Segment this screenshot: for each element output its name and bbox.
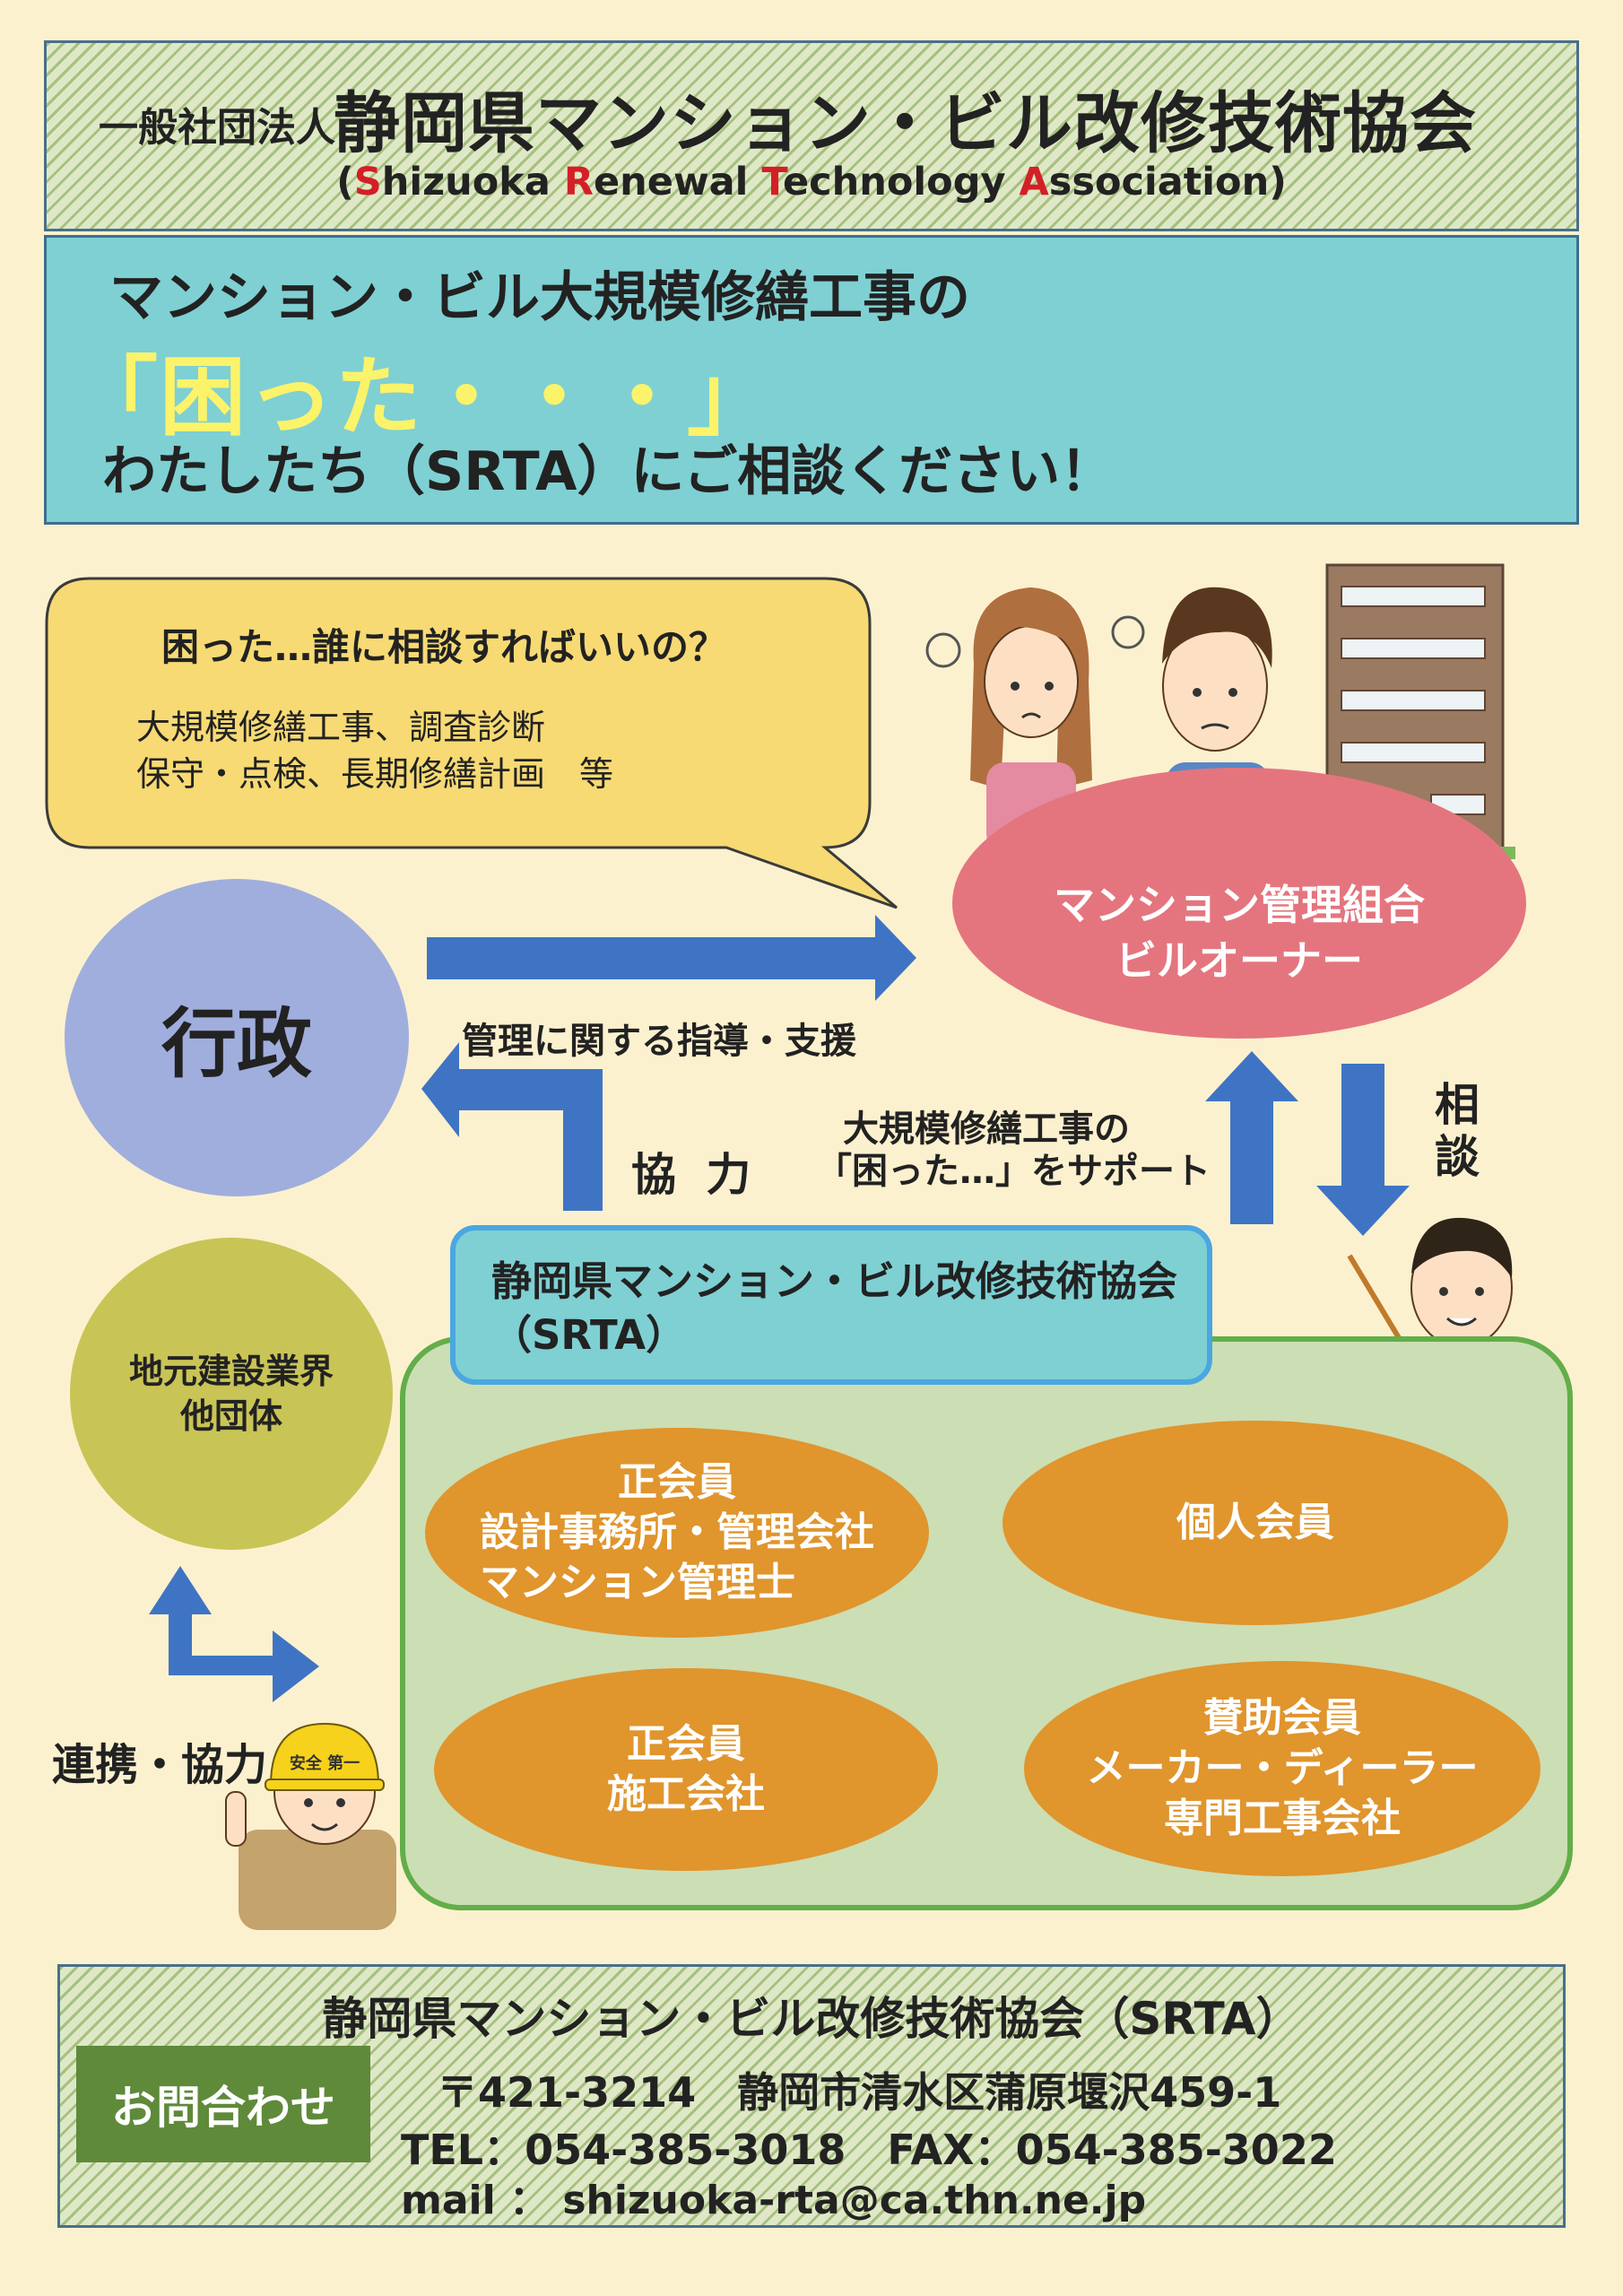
guidance-label: 管理に関する指導・支援 (462, 1021, 856, 1062)
srta-title-box: 静岡県マンション・ビル改修技術協会 （SRTA） (450, 1225, 1212, 1385)
member-regular-design: 正会員 設計事務所・管理会社 マンション管理士 (425, 1428, 929, 1638)
worry-scribble-icon (925, 632, 961, 668)
org-english-name: (Shizuoka Renewal Technology Association… (336, 160, 1287, 204)
member-detail: メーカー・ディーラー (1086, 1745, 1479, 1791)
other-groups-label: 他団体 (179, 1396, 282, 1436)
member-supporting: 賛助会員 メーカー・ディーラー 専門工事会社 (1024, 1661, 1541, 1876)
member-detail: 専門工事会社 (1164, 1796, 1401, 1841)
arrow-guidance-right (427, 915, 916, 1001)
headline-banner: マンション・ビル大規模修繕工事の 「困った・・・」 わたしたち（SRTA）にご相… (44, 235, 1579, 525)
headline-trouble: 「困った・・・」 (72, 347, 775, 448)
contact-footer: 静岡県マンション・ビル改修技術協会（SRTA） お問合わせ 〒421-3214 … (57, 1964, 1566, 2228)
footer-email[interactable]: mail ： shizuoka-rta@ca.thn.ne.jp (401, 2178, 1147, 2223)
helmet-safety-text: 安全 第一 (290, 1753, 360, 1773)
member-regular-construction: 正会員 施工会社 (434, 1668, 938, 1871)
cooperation-label: 協 力 (631, 1149, 759, 1201)
member-type: 賛助会員 (1203, 1695, 1361, 1741)
member-individual: 個人会員 (1002, 1421, 1508, 1625)
member-detail: 施工会社 (607, 1771, 765, 1817)
footer-tel-fax: TEL：054-385-3018 FAX：054-385-3022 (401, 2126, 1337, 2174)
arrow-up (1205, 1051, 1298, 1224)
member-detail: 設計事務所・管理会社 (480, 1509, 874, 1555)
srta-abbr: （SRTA） (491, 1311, 687, 1359)
arrow-down (1316, 1064, 1410, 1236)
bubble-question: 困った…誰に相談すればいいの？ (161, 625, 727, 669)
bubble-item-2: 保守・点検、長期修繕計画 等 (136, 754, 614, 794)
building-owner-label: ビルオーナー (1115, 936, 1363, 985)
member-detail: マンション管理士 (480, 1560, 795, 1605)
arrow-link (149, 1566, 319, 1702)
support-label-2: 「困った…」をサポート (816, 1151, 1211, 1192)
bubble-item-1: 大規模修繕工事、調査診断 (136, 708, 546, 747)
headline-line-3: わたしたち（SRTA）にご相談ください！ (102, 440, 1115, 503)
management-union-node: マンション管理組合 ビルオーナー (952, 768, 1526, 1039)
footer-address: 〒421-3214 静岡市清水区蒲原堰沢459-1 (437, 2068, 1282, 2117)
consult-label-2: 談 (1435, 1131, 1480, 1183)
government-node: 行政 (65, 879, 409, 1196)
member-type: 正会員 (627, 1721, 745, 1767)
member-type: 個人会員 (1176, 1500, 1334, 1545)
support-label-1: 大規模修繕工事の (843, 1109, 1130, 1150)
arrow-cooperation (421, 1042, 603, 1211)
headline-line-1: マンション・ビル大規模修繕工事の (109, 266, 970, 329)
footer-org-name: 静岡県マンション・ビル改修技術協会（SRTA） (322, 1993, 1301, 2045)
org-name: 静岡県マンション・ビル改修技術協会 (334, 85, 1477, 162)
local-industry-node: 地元建設業界 他団体 (70, 1238, 393, 1550)
link-cooperation-label: 連携・協力 (52, 1740, 268, 1790)
srta-name: 静岡県マンション・ビル改修技術協会 (491, 1257, 1178, 1305)
management-union-label: マンション管理組合 (1054, 881, 1425, 929)
org-prefix: 一般社団法人 (99, 105, 335, 151)
construction-worker-icon: 安全 第一 (225, 1722, 396, 1930)
worry-scribble-icon (1111, 615, 1145, 649)
member-type: 正会員 (618, 1459, 736, 1505)
consult-label-1: 相 (1435, 1079, 1480, 1131)
speech-bubble (45, 577, 898, 909)
contact-label: お問合わせ (76, 2046, 370, 2162)
header-banner: 一般社団法人 静岡県マンション・ビル改修技術協会 (Shizuoka Renew… (44, 40, 1579, 231)
government-label: 行政 (161, 999, 312, 1088)
local-industry-label: 地元建設業界 (128, 1352, 334, 1391)
